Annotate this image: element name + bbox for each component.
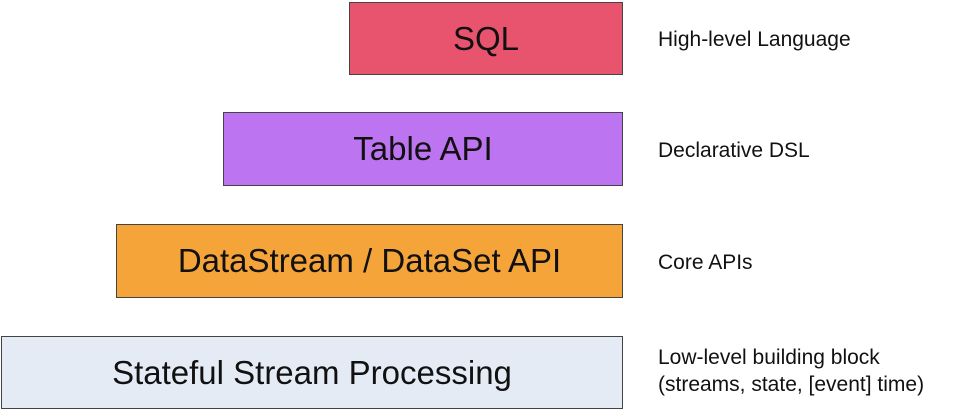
layer-datastream-api-box: DataStream / DataSet API [116, 224, 623, 298]
layer-stateful-processing-description: Low-level building block (streams, state… [658, 346, 925, 396]
layer-stateful-processing-box: Stateful Stream Processing [1, 336, 623, 409]
layer-table-api-label: Table API [353, 130, 493, 167]
layer-sql-box: SQL [349, 2, 623, 75]
layer-datastream-api-description: Core APIs [658, 251, 753, 274]
layer-stateful-processing-label: Stateful Stream Processing [112, 353, 512, 391]
layer-sql-label: SQL [452, 19, 520, 57]
layer-table-api-description: Declarative DSL [658, 139, 810, 162]
layer-table-api-box: Table API [223, 112, 623, 186]
layer-sql-description: High-level Language [658, 28, 851, 51]
layer-datastream-api-label: DataStream / DataSet API [177, 242, 562, 279]
